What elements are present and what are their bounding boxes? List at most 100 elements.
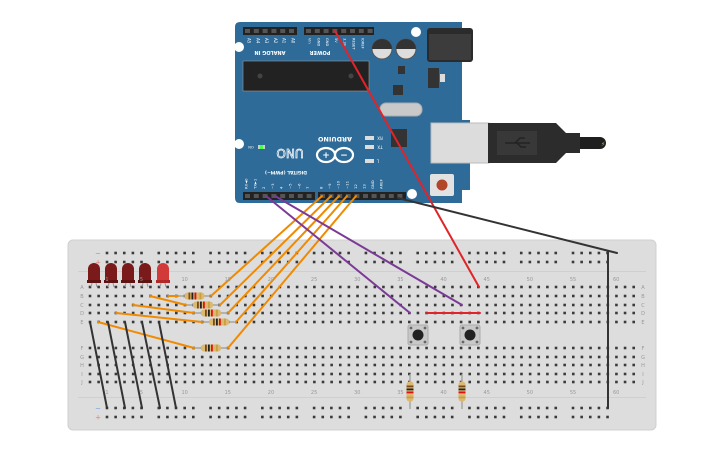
breadboard-hole[interactable] [623,363,627,367]
breadboard-hole[interactable] [416,320,420,324]
breadboard-hole[interactable] [313,346,316,350]
breadboard-hole[interactable] [399,294,402,298]
breadboard-hole[interactable] [261,346,264,350]
breadboard-hole[interactable] [157,346,161,350]
rail-hole[interactable] [502,260,506,264]
breadboard-hole[interactable] [571,372,575,376]
breadboard-hole[interactable] [269,372,273,376]
breadboard-hole[interactable] [580,311,584,315]
rail-hole[interactable] [554,415,558,419]
rail-hole[interactable] [338,251,342,255]
breadboard-hole[interactable] [442,303,446,307]
breadboard-hole[interactable] [451,320,454,324]
black-wire[interactable] [89,321,108,409]
rail-hole[interactable] [416,406,419,410]
breadboard-hole[interactable] [623,346,627,350]
rail-hole[interactable] [243,251,247,255]
rail-hole[interactable] [131,415,135,419]
rail-hole[interactable] [269,260,273,264]
breadboard-hole[interactable] [157,363,161,367]
breadboard-hole[interactable] [269,346,273,350]
rail-hole[interactable] [468,251,471,255]
breadboard-hole[interactable] [192,380,195,384]
rail-hole[interactable] [166,251,169,255]
rail-hole[interactable] [554,251,558,255]
breadboard-hole[interactable] [615,285,618,289]
breadboard-hole[interactable] [546,363,549,367]
breadboard-hole[interactable] [597,294,601,298]
orange-wire[interactable] [227,195,340,314]
led-body[interactable] [122,263,134,282]
rail-hole[interactable] [442,260,445,264]
breadboard-hole[interactable] [97,294,100,298]
breadboard-hole[interactable] [615,355,618,359]
breadboard-hole[interactable] [192,363,195,367]
rail-hole[interactable] [390,415,394,419]
breadboard-hole[interactable] [200,363,204,367]
breadboard-hole[interactable] [632,285,635,289]
breadboard-hole[interactable] [416,363,420,367]
header-pin[interactable] [253,29,259,33]
breadboard-hole[interactable] [338,285,342,289]
breadboard-hole[interactable] [373,285,377,289]
breadboard-hole[interactable] [261,363,264,367]
breadboard-hole[interactable] [597,380,601,384]
breadboard-hole[interactable] [433,303,437,307]
rail-hole[interactable] [226,415,230,419]
breadboard-hole[interactable] [623,380,627,384]
rail-hole[interactable] [286,415,290,419]
breadboard-hole[interactable] [554,311,558,315]
breadboard-hole[interactable] [278,311,282,315]
breadboard-hole[interactable] [209,372,213,376]
breadboard-hole[interactable] [105,303,109,307]
breadboard-hole[interactable] [528,380,532,384]
breadboard-hole[interactable] [235,294,239,298]
breadboard-hole[interactable] [304,346,308,350]
breadboard-hole[interactable] [183,311,187,315]
resistor[interactable] [194,309,228,317]
breadboard-hole[interactable] [356,380,359,384]
breadboard-hole[interactable] [88,363,92,367]
breadboard-hole[interactable] [338,303,342,307]
breadboard-hole[interactable] [261,285,264,289]
breadboard-hole[interactable] [537,303,541,307]
breadboard-hole[interactable] [390,294,394,298]
breadboard-hole[interactable] [571,311,575,315]
breadboard-hole[interactable] [520,285,523,289]
breadboard-hole[interactable] [382,311,385,315]
digital-header-low[interactable] [243,192,315,200]
breadboard-hole[interactable] [442,285,446,289]
breadboard-hole[interactable] [416,372,420,376]
breadboard-hole[interactable] [321,320,325,324]
breadboard-hole[interactable] [477,320,480,324]
breadboard-hole[interactable] [502,372,506,376]
breadboard-hole[interactable] [105,285,109,289]
breadboard-hole[interactable] [485,285,489,289]
breadboard-hole[interactable] [313,372,316,376]
rail-hole[interactable] [183,406,186,410]
breadboard-hole[interactable] [105,355,109,359]
rail-hole[interactable] [338,406,342,410]
breadboard-hole[interactable] [295,363,299,367]
rail-hole[interactable] [554,406,558,410]
breadboard-hole[interactable] [226,380,230,384]
breadboard-hole[interactable] [528,294,532,298]
breadboard-hole[interactable] [373,363,377,367]
breadboard-hole[interactable] [278,380,282,384]
breadboard-hole[interactable] [218,363,221,367]
breadboard-hole[interactable] [451,363,454,367]
breadboard-hole[interactable] [459,363,463,367]
breadboard-hole[interactable] [597,320,601,324]
breadboard-hole[interactable] [433,294,437,298]
breadboard-hole[interactable] [511,380,515,384]
pushbutton-cap[interactable] [464,329,476,341]
breadboard-hole[interactable] [88,380,92,384]
breadboard-hole[interactable] [226,363,230,367]
breadboard-hole[interactable] [468,285,472,289]
breadboard-hole[interactable] [218,355,221,359]
breadboard-hole[interactable] [597,311,601,315]
breadboard-hole[interactable] [511,355,515,359]
breadboard-hole[interactable] [425,346,428,350]
rail-hole[interactable] [476,415,480,419]
